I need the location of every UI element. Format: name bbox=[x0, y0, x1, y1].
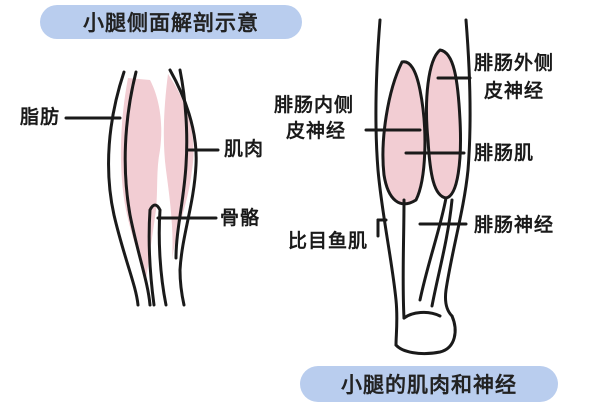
leg-left-outline bbox=[374, 18, 399, 347]
achilles-outline bbox=[402, 310, 442, 320]
diagram-subtitle-pill: 小腿的肌肉和神经 bbox=[300, 366, 558, 402]
leg-right-outline bbox=[444, 18, 472, 318]
label-sural-nerve: 腓肠神经 bbox=[474, 214, 555, 236]
back-view-figure bbox=[364, 18, 472, 356]
diagram-subtitle: 小腿的肌肉和神经 bbox=[341, 373, 517, 397]
label-lateral-nerve-line2: 皮神经 bbox=[484, 80, 545, 102]
label-muscle: 肌肉 bbox=[224, 138, 265, 160]
side-view-figure bbox=[64, 68, 220, 307]
side-outer-left-outline bbox=[107, 70, 140, 307]
tendon-strand-1 bbox=[401, 198, 406, 320]
medial-gastrocnemius-shape bbox=[381, 60, 427, 206]
label-bone: 骨骼 bbox=[220, 207, 261, 229]
side-calf-outline bbox=[168, 68, 198, 307]
label-soleus: 比目鱼肌 bbox=[288, 230, 369, 252]
label-gastrocnemius: 腓肠肌 bbox=[474, 142, 535, 164]
tendon-strand-3 bbox=[430, 198, 454, 308]
label-medial-nerve-line1: 腓肠内侧 bbox=[274, 94, 355, 116]
lateral-gastrocnemius-shape bbox=[425, 48, 462, 200]
label-medial-nerve-line2: 皮神经 bbox=[286, 120, 347, 142]
diagram-title: 小腿侧面解剖示意 bbox=[83, 11, 259, 35]
diagram-title-pill: 小腿侧面解剖示意 bbox=[40, 5, 302, 39]
side-muscle-shape bbox=[120, 78, 162, 280]
label-fat: 脂肪 bbox=[20, 106, 61, 128]
label-lateral-nerve-line1: 腓肠外侧 bbox=[474, 52, 555, 74]
tendon-strand-2 bbox=[418, 196, 448, 302]
heel-outline bbox=[394, 314, 457, 356]
side-inner-left-outline bbox=[123, 70, 152, 307]
side-calf-inner-outline bbox=[174, 68, 189, 260]
